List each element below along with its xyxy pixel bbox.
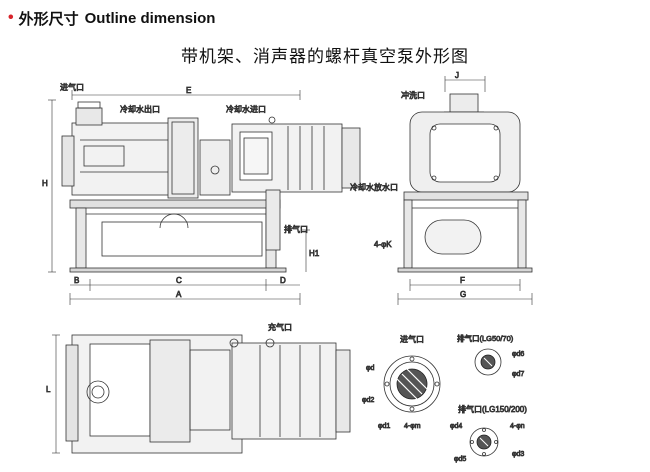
frame-base [69, 267, 287, 273]
dim-J: J [455, 71, 459, 80]
diagram-title: 带机架、消声器的螺杆真空泵外形图 [181, 47, 469, 66]
side-view: 进气口 冷却水出口 冷却水进口 排气口 E H H1 B C D A [42, 82, 361, 305]
end-cap [61, 135, 75, 187]
dim-B: B [74, 276, 79, 285]
label-phi-d7: φd7 [512, 371, 524, 378]
dim-E: E [186, 86, 191, 95]
motor-fan-cover [341, 127, 361, 189]
cooling-out-label: 冷却水出口 [120, 104, 160, 114]
label-phi-d5: φd5 [454, 456, 466, 463]
exhaust-small-title: 排气口(LG50/70) [457, 333, 514, 343]
bracket-arc [159, 213, 189, 229]
body-panel [83, 145, 125, 167]
label-phi-d3: φd3 [512, 451, 524, 458]
gear-housing [167, 117, 199, 199]
label-phi-d1: φd1 [378, 423, 390, 430]
exhaust-large-title: 排气口(LG150/200) [458, 404, 527, 414]
dim-D: D [280, 276, 286, 285]
label-4-phi-m: 4-φm [404, 423, 421, 430]
dim-C: C [176, 276, 182, 285]
inlet-top [77, 101, 101, 109]
label-phi-d2: φd2 [362, 397, 374, 404]
flush-label: 冲洗口 [401, 90, 425, 100]
inlet-flange [75, 107, 103, 126]
label-phi-d4: φd4 [450, 423, 462, 430]
holes-label: 4-φK [374, 240, 392, 249]
front-muffler [424, 219, 482, 255]
top-motor [231, 342, 337, 440]
label-4-phi-n: 4-φn [510, 423, 525, 430]
dim-F: F [460, 276, 465, 285]
dim-L: L [46, 385, 51, 394]
top-inlet-circle [86, 380, 110, 404]
section-header: • 外形尺寸 Outline dimension [8, 6, 215, 30]
dim-G: G [460, 290, 466, 299]
frame-body [101, 221, 263, 257]
exhaust-pipe [265, 189, 281, 251]
pump-body [71, 122, 173, 196]
top-exhaust-label: 充气口 [268, 322, 292, 332]
label-phi-d6: φd6 [512, 351, 524, 358]
inlet-label: 进气口 [60, 82, 84, 92]
label-phi-d: φd [366, 365, 375, 372]
muffler [199, 139, 231, 196]
top-view: 充气口 L [46, 322, 351, 454]
dim-H: H [42, 179, 48, 188]
dim-H1: H1 [309, 249, 320, 258]
drain-label: 冷却水放水口 [350, 182, 398, 192]
front-view: J 冲洗口 冷却水放水口 4-φK F G [350, 71, 533, 305]
cooling-in-label: 冷却水进口 [226, 104, 266, 114]
front-inlet [449, 93, 479, 113]
front-cover [429, 123, 501, 183]
inlet-flange-title: 进气口 [400, 334, 424, 344]
header-title-cn: 外形尺寸 [18, 10, 79, 28]
bullet-icon: • [8, 9, 14, 26]
exhaust-flange-small: 排气口(LG50/70) φd6 φd7 [457, 333, 525, 379]
header-title-en: Outline dimension [84, 9, 216, 27]
exhaust-flange-large: 排气口(LG150/200) φd4 4-φn φd5 φd3 [450, 404, 528, 464]
dim-A: A [176, 290, 182, 299]
inlet-flange-detail: 进气口 φd φd2 φd1 4-φm [362, 334, 441, 430]
exhaust-label: 排气口 [284, 224, 308, 234]
top-pump [89, 343, 151, 437]
frame-top-rail [69, 199, 281, 209]
